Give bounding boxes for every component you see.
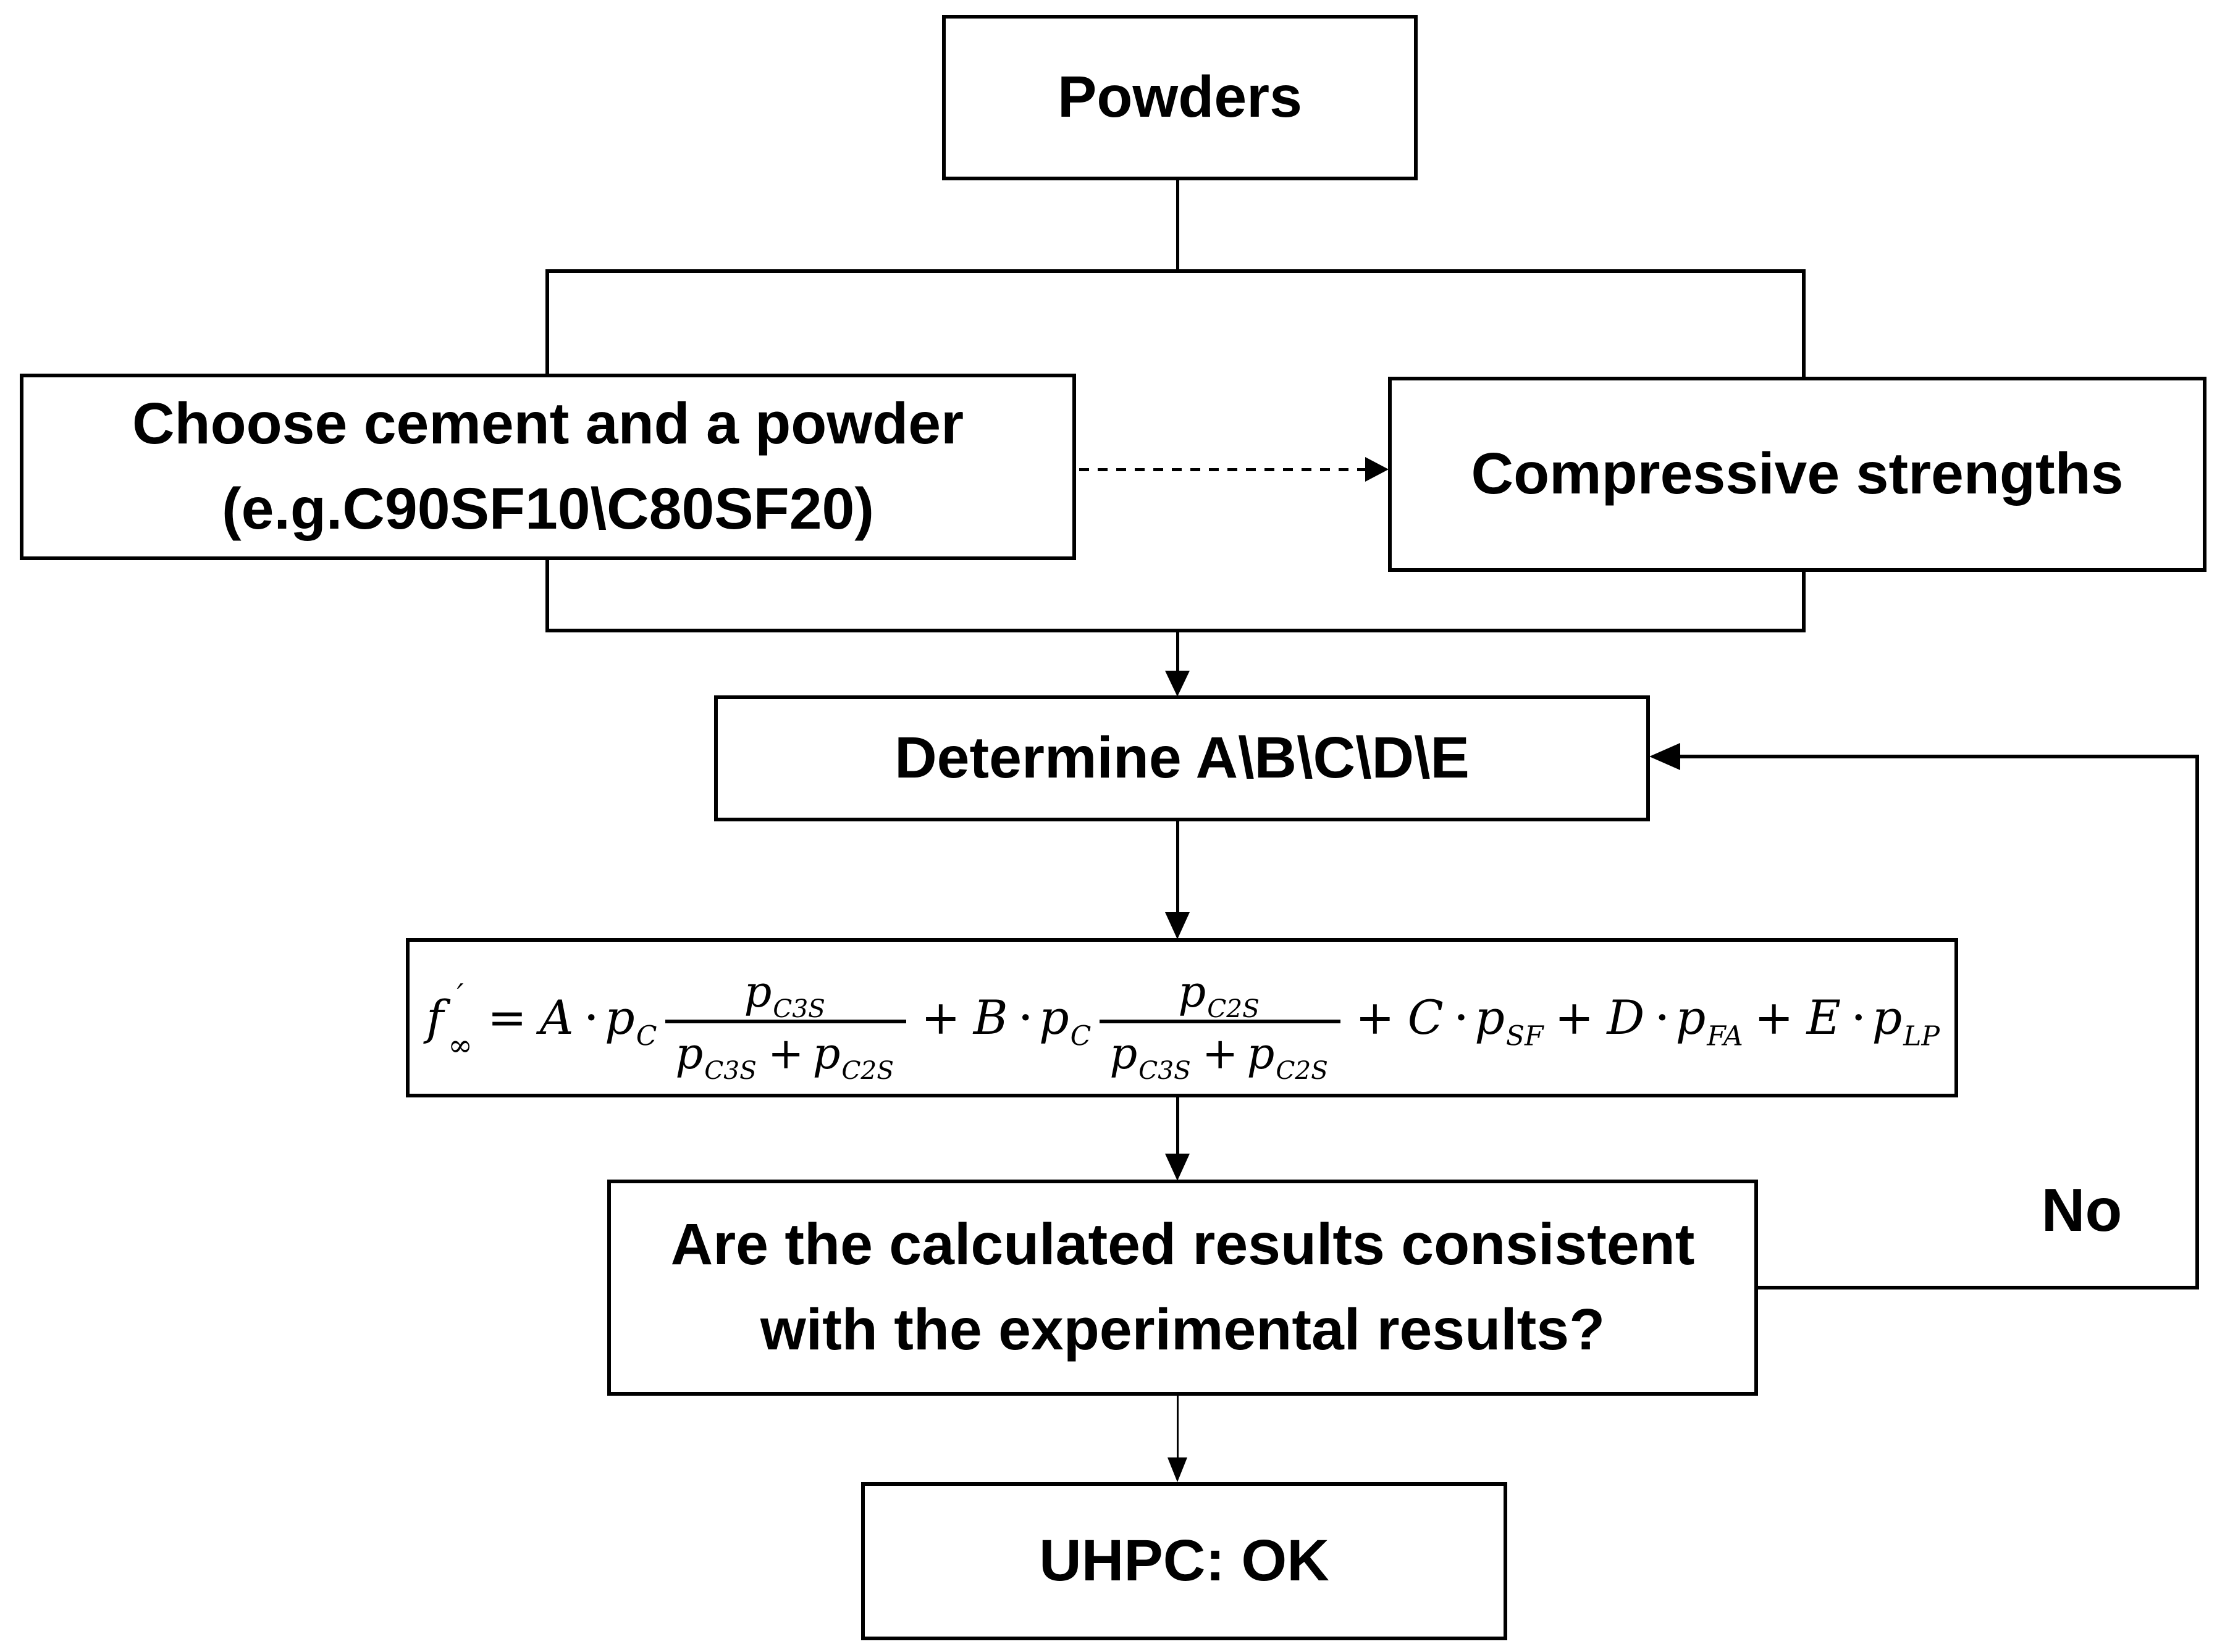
- formula-dot: ·: [583, 989, 600, 1047]
- formula-p-lp: p LP: [1872, 990, 1942, 1050]
- formula-prime: ′: [456, 978, 464, 1012]
- formula-sub-c3s: C3S: [1138, 1055, 1191, 1086]
- formula-sub-sf: SF: [1505, 1020, 1544, 1052]
- node-consistency-question: Are the calculated results consistent wi…: [607, 1180, 1758, 1396]
- formula-sub-c2s: C2S: [1207, 994, 1260, 1024]
- formula-sub-c: C: [636, 1020, 657, 1052]
- formula-p: p: [1675, 990, 1706, 1045]
- arrowhead-left-icon: [1649, 743, 1680, 770]
- node-compressive-strengths: Compressive strengths: [1388, 377, 2206, 572]
- formula-p: p: [605, 990, 635, 1045]
- formula-plus: +: [921, 990, 961, 1045]
- formula-sub-c3s: C3S: [773, 994, 825, 1024]
- fraction-denominator: p C3S + p C2S: [665, 1020, 907, 1083]
- formula-prime-infinity: ′ ∞: [448, 980, 473, 1060]
- formula-plus: +: [1201, 1028, 1239, 1079]
- determine-label: Determine A\B\C\D\E: [894, 725, 1470, 791]
- formula-p: p: [812, 1028, 841, 1079]
- fraction-numerator: p C2S: [1168, 966, 1271, 1024]
- formula-sub-fa: FA: [1707, 1020, 1743, 1052]
- formula-fraction-c3s: p C3S p C3S + p C2S: [665, 966, 907, 1083]
- formula-fraction-c2s: p C2S p C3S + p C2S: [1100, 966, 1340, 1083]
- no-loop-bottom-line: [1758, 1286, 2199, 1289]
- arrowhead-down-icon: [1165, 1154, 1190, 1181]
- formula-coeff-e: E: [1806, 990, 1841, 1045]
- connector-determine-to-formula: [1176, 821, 1179, 913]
- connector-question-to-uhpc: [1177, 1396, 1179, 1460]
- question-label-line1: Are the calculated results consistent: [670, 1212, 1695, 1278]
- node-choose-cement: Choose cement and a powder (e.g.C90SF10\…: [20, 374, 1076, 560]
- formula-sub-c2s: C2S: [1276, 1055, 1328, 1086]
- formula-plus: +: [1754, 990, 1794, 1045]
- formula-sub-lp: LP: [1903, 1020, 1940, 1052]
- node-uhpc-ok: UHPC: OK: [861, 1482, 1507, 1640]
- connector-powders-to-group: [1176, 180, 1179, 269]
- formula-p: p: [1247, 1028, 1275, 1079]
- formula-p: p: [744, 966, 772, 1017]
- no-loop-right-line: [2195, 755, 2199, 1289]
- arrowhead-down-icon: [1165, 671, 1190, 697]
- formula-equals: =: [487, 990, 527, 1045]
- formula-p: p: [1872, 990, 1903, 1045]
- formula-sub-c: C: [1070, 1020, 1092, 1052]
- fraction-denominator: p C3S + p C2S: [1100, 1020, 1340, 1083]
- formula-plus: +: [1355, 990, 1395, 1045]
- formula-coeff-c: C: [1407, 990, 1444, 1045]
- formula-p-c: p C: [605, 990, 659, 1050]
- choose-label-line1: Choose cement and a powder: [132, 391, 964, 457]
- formula-p-c: p C: [1038, 990, 1093, 1050]
- node-powders: Powders: [942, 15, 1418, 180]
- formula-p: p: [1038, 990, 1069, 1045]
- formula-f: f: [426, 990, 444, 1045]
- node-formula: f ′ ∞ = A · p C p C3S p C3S +: [406, 938, 1958, 1097]
- question-label-line2: with the experimental results?: [760, 1297, 1605, 1362]
- formula-p-fa: p FA: [1675, 990, 1746, 1050]
- choose-label-line2: (e.g.C90SF10\C80SF20): [222, 476, 874, 542]
- formula-p-sf: p SF: [1474, 990, 1546, 1050]
- fraction-numerator: p C3S: [734, 966, 837, 1024]
- formula-dot: ·: [1851, 989, 1867, 1047]
- arrowhead-right-icon: [1365, 457, 1389, 482]
- arrowhead-down-icon: [1167, 1457, 1187, 1482]
- powders-label: Powders: [1058, 64, 1302, 130]
- no-loop-top-line: [1679, 755, 2199, 758]
- formula-coeff-b: B: [973, 990, 1008, 1045]
- formula-coeff-d: D: [1607, 990, 1645, 1045]
- formula-p: p: [1474, 990, 1505, 1045]
- formula-sub-c3s: C3S: [704, 1055, 757, 1086]
- formula-infinity: ∞: [448, 1028, 473, 1063]
- no-label: No: [2041, 1176, 2122, 1244]
- formula-equation: f ′ ∞ = A · p C p C3S p C3S +: [422, 965, 1942, 1083]
- formula-p: p: [1109, 1028, 1138, 1079]
- compressive-label: Compressive strengths: [1471, 441, 2124, 507]
- formula-dot: ·: [1654, 989, 1670, 1047]
- formula-dot: ·: [1017, 989, 1033, 1047]
- formula-coeff-a: A: [539, 990, 574, 1045]
- uhpc-label: UHPC: OK: [1039, 1528, 1329, 1594]
- formula-p: p: [675, 1028, 704, 1079]
- formula-p: p: [1178, 966, 1206, 1017]
- connector-group-to-determine: [1176, 632, 1179, 673]
- formula-sub-c2s: C2S: [841, 1055, 894, 1086]
- arrowhead-down-icon: [1165, 912, 1190, 939]
- dashed-connector-choose-to-compressive: [1079, 468, 1365, 471]
- connector-formula-to-question: [1176, 1097, 1179, 1156]
- formula-dot: ·: [1453, 989, 1470, 1047]
- node-determine-coefficients: Determine A\B\C\D\E: [714, 695, 1650, 821]
- formula-plus: +: [1554, 990, 1594, 1045]
- formula-plus: +: [767, 1028, 804, 1079]
